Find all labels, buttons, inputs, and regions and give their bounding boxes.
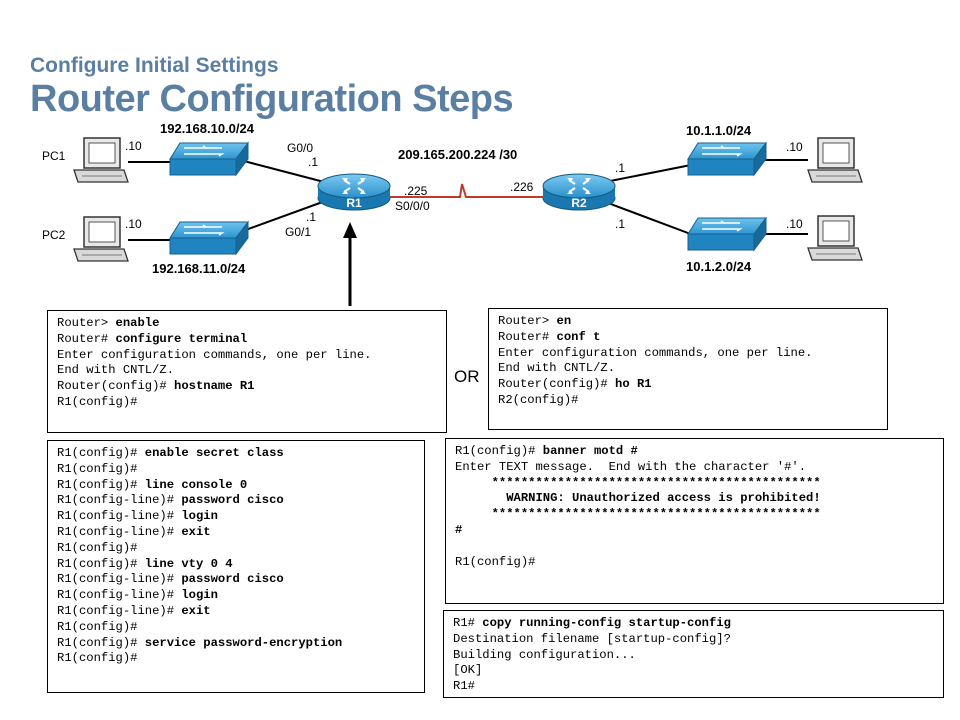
r1-wan-host-label: .225: [404, 184, 428, 198]
terminal-line: [OK]: [453, 663, 483, 678]
terminal-line: R1(config)# line vty 0 4: [57, 556, 233, 571]
terminal-passwords: R1(config)# enable secret class R1(confi…: [47, 440, 425, 693]
lan4-network-label: 10.1.2.0/24: [686, 259, 752, 274]
pc-icon: [807, 215, 863, 261]
r1-g00-host-label: .1: [308, 155, 318, 169]
terminal-line: Router# conf t: [498, 329, 601, 344]
lan2-network-label: 192.168.11.0/24: [152, 261, 246, 276]
terminal-line: R1(config-line)# password cisco: [57, 493, 284, 508]
terminal-line: R1(config)#: [57, 651, 138, 666]
terminal-line: Router# configure terminal: [57, 331, 248, 346]
terminal-line: ****************************************…: [455, 475, 821, 490]
terminal-line: R1(config-line)# password cisco: [57, 572, 284, 587]
terminal-line: Router> enable: [57, 316, 160, 330]
pc-icon: [73, 216, 129, 262]
page-subtitle: Configure Initial Settings: [30, 54, 279, 77]
terminal-line: R1(config)# line console 0: [57, 477, 248, 492]
terminal-line: R1(config)#: [455, 554, 536, 569]
terminal-line: Router(config)# ho R1: [498, 377, 652, 392]
pc-icon: [807, 137, 863, 183]
r2-lan4-host-label: .1: [615, 217, 625, 231]
terminal-line: Router(config)# hostname R1: [57, 379, 255, 394]
terminal-line: End with CNTL/Z.: [498, 361, 616, 376]
page-title: Router Configuration Steps: [30, 78, 514, 120]
terminal-line: R1(config)#: [57, 394, 138, 409]
terminal-line: R1# copy running-config startup-config: [453, 616, 731, 630]
terminal-line: Enter configuration commands, one per li…: [498, 345, 813, 360]
r1-serial-label: S0/0/0: [395, 199, 430, 213]
terminal-line: Enter configuration commands, one per li…: [57, 347, 372, 362]
terminal-banner: R1(config)# banner motd # Enter TEXT mes…: [445, 438, 944, 604]
terminal-line: R1(config-line)# login: [57, 588, 218, 603]
pc1-label: PC1: [42, 149, 66, 163]
lan3-network-label: 10.1.1.0/24: [686, 123, 752, 138]
pc2-label: PC2: [42, 228, 66, 242]
pc4-host-label: .10: [786, 217, 803, 231]
terminal-line: R2(config)#: [498, 392, 579, 407]
terminal-hostname-abbrev: Router> en Router# conf t Enter configur…: [488, 308, 888, 430]
terminal-line: #: [455, 522, 463, 537]
switch-icon: [687, 217, 767, 251]
terminal-save-config: R1# copy running-config startup-config D…: [443, 610, 944, 698]
terminal-line: R1(config)#: [57, 619, 138, 634]
terminal-line: Router> en: [498, 314, 572, 328]
router-r1-name: R1: [346, 196, 362, 210]
terminal-line: Destination filename [startup-config]?: [453, 631, 731, 646]
r1-g00-label: G0/0: [287, 141, 313, 155]
r1-g01-host-label: .1: [306, 210, 316, 224]
serial-link: [390, 183, 546, 198]
pc3-host-label: .10: [786, 140, 803, 154]
terminal-line: Enter TEXT message. End with the charact…: [455, 459, 807, 474]
terminal-line: Building configuration...: [453, 647, 636, 662]
r2-lan3-host-label: .1: [615, 161, 625, 175]
terminal-line: R1(config-line)# exit: [57, 524, 211, 539]
wan-network-label: 209.165.200.224 /30: [398, 147, 517, 162]
pc2-host-label: .10: [125, 217, 142, 231]
terminal-line: R1(config)# banner motd #: [455, 444, 638, 458]
router-r2-name: R2: [571, 196, 587, 210]
terminal-hostname-full: Router> enable Router# configure termina…: [47, 310, 447, 433]
terminal-line: R1(config)#: [57, 461, 138, 476]
terminal-line: ****************************************…: [455, 507, 821, 522]
pc-icon: [73, 137, 129, 183]
r1-g01-label: G0/1: [285, 225, 311, 239]
terminal-line: End with CNTL/Z.: [57, 363, 175, 378]
switch-icon: [169, 221, 249, 255]
cables: [128, 159, 808, 241]
terminal-line: R1(config)#: [57, 540, 138, 555]
terminal-line: R1#: [453, 679, 475, 694]
switch-icon: [169, 142, 249, 176]
arrow-head-icon: [343, 222, 357, 238]
pc1-host-label: .10: [125, 139, 142, 153]
terminal-line: ​: [455, 539, 934, 555]
or-label: OR: [454, 367, 480, 386]
terminal-line: R1(config)# enable secret class: [57, 446, 284, 460]
r2-wan-host-label: .226: [510, 180, 534, 194]
lan1-network-label: 192.168.10.0/24: [160, 121, 255, 136]
switch-icon: [687, 142, 767, 176]
terminal-line: R1(config-line)# login: [57, 509, 218, 524]
terminal-line: R1(config-line)# exit: [57, 603, 211, 618]
terminal-line: WARNING: Unauthorized access is prohibit…: [455, 491, 821, 506]
terminal-line: R1(config)# service password-encryption: [57, 635, 343, 650]
network-topology: R1 R2 PC1 PC2 .10 .10 .10 .10 192.168.10…: [42, 121, 863, 306]
